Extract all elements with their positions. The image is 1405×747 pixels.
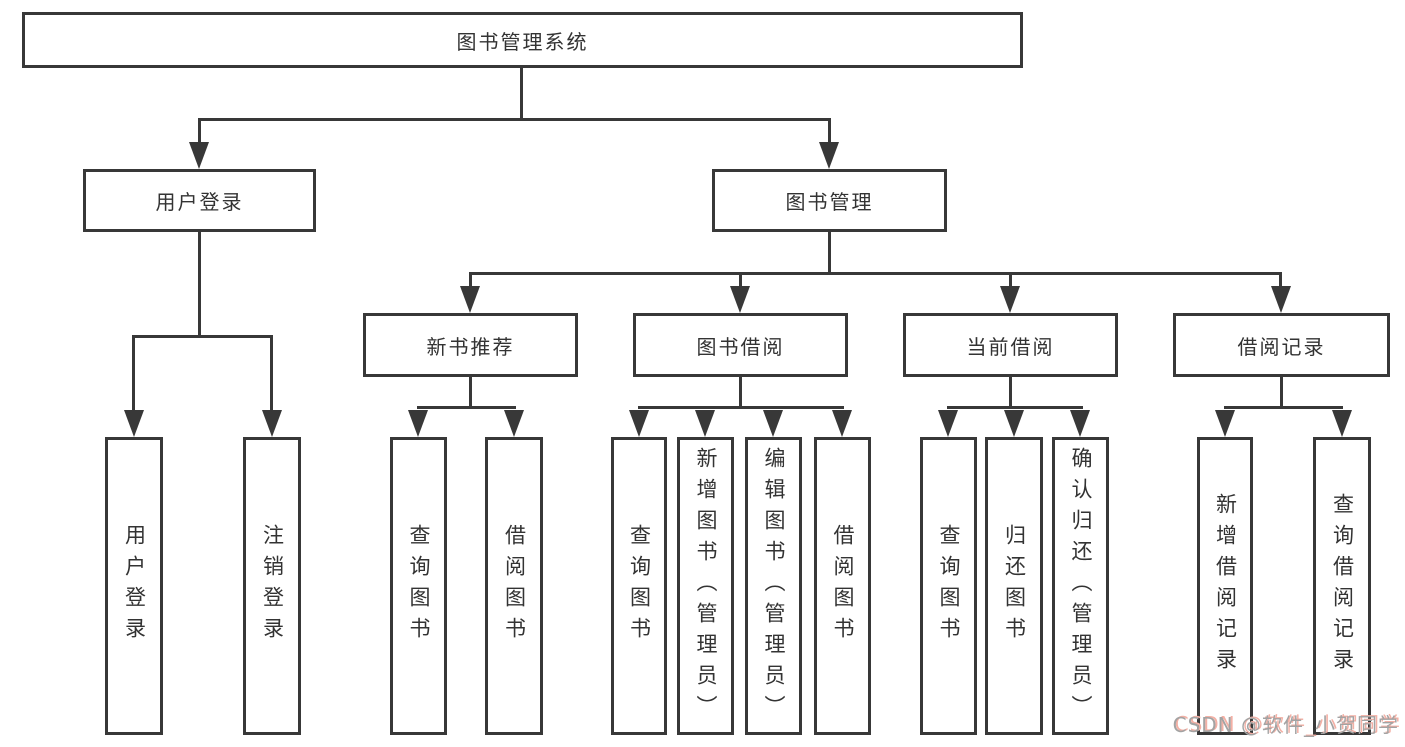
connector-branch-current [947, 406, 1083, 409]
connector-current-stem [1009, 377, 1012, 409]
leaf-borrow-books-borrow: 借阅图书 [814, 437, 871, 735]
leaf-borrow-books-newbook: 借阅图书 [485, 437, 543, 735]
arrow-down-icon [1004, 410, 1024, 437]
node-user-login: 用户登录 [83, 169, 316, 232]
arrow-down-icon [1070, 410, 1090, 437]
node-new-book-recommendation: 新书推荐 [363, 313, 578, 377]
connector-root-stem [520, 68, 523, 121]
node-book-borrowing: 图书借阅 [633, 313, 848, 377]
arrow-down-icon [1271, 286, 1291, 313]
csdn-watermark: CSDN @软件_小贺同学 [1172, 713, 1399, 737]
arrow-down-icon [460, 286, 480, 313]
leaf-user-login: 用户登录 [105, 437, 163, 735]
leaf-edit-books-admin: 编辑图书（管理员） [745, 437, 802, 735]
connector-borrow-stem [739, 377, 742, 409]
connector-newbook-stem [469, 377, 472, 409]
connector-branch-level3 [469, 272, 1282, 275]
connector-drop [198, 118, 201, 144]
connector-userlogin-stem [198, 232, 201, 338]
node-book-management: 图书管理 [712, 169, 947, 232]
connector-branch-newbook [417, 406, 516, 409]
connector-drop [270, 335, 273, 412]
node-borrowing-records: 借阅记录 [1173, 313, 1390, 377]
arrow-down-icon [262, 410, 282, 437]
leaf-query-borrow-record: 查询借阅记录 [1313, 437, 1371, 735]
arrow-down-icon [504, 410, 524, 437]
connector-drop [469, 272, 472, 288]
connector-branch-userlogin [132, 335, 273, 338]
leaf-return-books: 归还图书 [985, 437, 1043, 735]
node-current-borrowing: 当前借阅 [903, 313, 1118, 377]
arrow-down-icon [189, 142, 209, 169]
arrow-down-icon [819, 142, 839, 169]
arrow-down-icon [832, 410, 852, 437]
connector-drop [1009, 272, 1012, 288]
node-library-management-system: 图书管理系统 [22, 12, 1023, 68]
leaf-logout: 注销登录 [243, 437, 301, 735]
arrow-down-icon [1332, 410, 1352, 437]
arrow-down-icon [763, 410, 783, 437]
leaf-query-books-newbook: 查询图书 [390, 437, 447, 735]
leaf-query-books-current: 查询图书 [920, 437, 977, 735]
connector-branch-records [1224, 406, 1343, 409]
connector-records-stem [1280, 377, 1283, 409]
connector-drop [828, 118, 831, 144]
connector-drop [739, 272, 742, 288]
arrow-down-icon [1215, 410, 1235, 437]
arrow-down-icon [124, 410, 144, 437]
arrow-down-icon [629, 410, 649, 437]
leaf-add-borrow-record: 新增借阅记录 [1197, 437, 1253, 735]
leaf-add-books-admin: 新增图书（管理员） [677, 437, 734, 735]
connector-drop [1279, 272, 1282, 288]
arrow-down-icon [938, 410, 958, 437]
leaf-confirm-return-admin: 确认归还（管理员） [1052, 437, 1109, 735]
connector-branch-borrow [638, 406, 844, 409]
connector-branch-level2 [198, 118, 831, 121]
arrow-down-icon [1000, 286, 1020, 313]
leaf-query-books-borrow: 查询图书 [611, 437, 667, 735]
arrow-down-icon [695, 410, 715, 437]
connector-bookmgmt-stem [828, 232, 831, 275]
arrow-down-icon [730, 286, 750, 313]
arrow-down-icon [408, 410, 428, 437]
connector-drop [132, 335, 135, 412]
